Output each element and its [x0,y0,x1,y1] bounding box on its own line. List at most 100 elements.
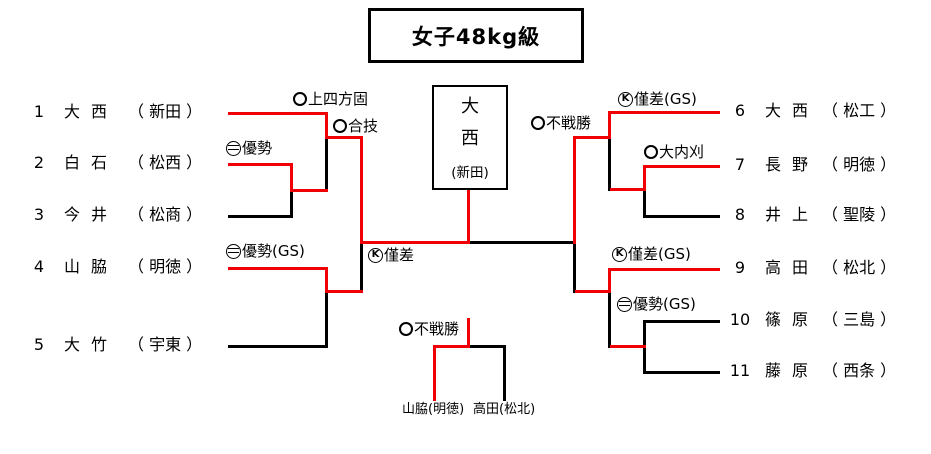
winner-path-line [228,267,328,270]
annotation-text: 僅差(GS) [628,245,691,263]
bracket-title-text: 女子48kg級 [411,24,541,49]
player-number: 7 [734,155,746,174]
bracket-line [608,136,611,191]
kinsa-k-icon: K [612,246,627,262]
bracket-line [360,241,363,293]
player-name: 山脇 [64,257,119,276]
annotation-text: 優勢 [242,139,273,157]
bracket-line [643,188,646,218]
winner-path-line [325,290,363,293]
player-school: （ 明徳 ） [128,257,203,276]
winner-path-line [643,165,720,168]
yusei-decision-icon [617,296,632,312]
match-result-annotation: 優勢(GS) [617,295,696,313]
player-number: 5 [33,335,45,354]
player-row: 8 井上（ 聖陵 ） [725,206,931,224]
winner-path-line [467,188,470,244]
player-school: （ 松北 ） [822,258,897,277]
bracket-title: 女子48kg級 [368,8,584,63]
winner-path-line [610,345,646,348]
winner-path-line [575,290,611,293]
bracket-line [643,215,720,218]
bracket-line [325,136,328,192]
player-number: 11 [729,361,751,380]
winner-path-line [325,136,363,139]
champion-name-line-1: 大 [461,96,479,117]
player-number: 4 [33,257,45,276]
bracket-line [643,371,720,374]
winner-path-line [360,136,363,244]
match-result-annotation: 上四方固 [293,90,368,108]
match-result-annotation: 不戦勝 [399,320,459,338]
player-name: 大西 [765,101,820,120]
player-number: 6 [734,101,746,120]
player-name: 藤原 [765,361,820,380]
bracket-line [503,345,506,401]
winner-path-line [325,112,328,139]
win-circle-icon [399,322,413,336]
player-school: （ 松商 ） [128,205,203,224]
annotation-text: 合技 [348,117,379,135]
player-name: 井上 [765,205,820,224]
third-place-winner-label: 山脇(明徳) [402,402,465,417]
match-result-annotation: 優勢 [226,139,272,157]
yusei-decision-icon [226,140,241,156]
winner-path-line [608,268,720,271]
yusei-decision-icon [226,243,241,259]
match-result-annotation: 大内刈 [644,143,704,161]
player-number: 10 [729,310,751,329]
player-school: （ 聖陵 ） [822,205,897,224]
annotation-text: 不戦勝 [414,320,460,338]
match-result-annotation: 合技 [333,117,378,135]
winner-path-line [290,163,293,192]
player-row: 11 藤原（ 西条 ） [725,362,931,380]
win-circle-icon [293,92,307,106]
player-row: 2 白石 （ 松西 ） [20,154,230,172]
player-name: 高田 [765,258,820,277]
player-school: （ 松西 ） [128,153,203,172]
kinsa-k-icon: K [368,247,383,263]
winner-path-line [573,136,576,244]
match-result-annotation: 優勢(GS) [226,242,305,260]
champion-name-line-2: 西 [461,128,479,149]
bracket-line [573,241,576,293]
winner-path-line [433,345,470,348]
player-number: 8 [734,205,746,224]
player-number: 1 [33,102,45,121]
third-place-loser-label: 高田(松北) [473,402,536,417]
winner-path-line [575,136,611,139]
player-school: （ 明徳 ） [822,155,897,174]
annotation-text: 大内刈 [659,143,705,161]
player-name: 大竹 [64,335,119,354]
bracket-line [228,215,293,218]
kinsa-k-icon: K [618,91,633,107]
player-name: 今井 [64,205,119,224]
bracket-line [608,290,611,348]
bracket-line [643,320,720,323]
winner-path-line [433,345,436,401]
player-number: 2 [33,153,45,172]
winner-path-line [325,267,328,293]
winner-path-line [290,189,328,192]
player-school: （ 西条 ） [822,361,897,380]
champion-box: 大 西 (新田) [432,85,508,190]
player-row: 4 山脇 （ 明徳 ） [20,258,230,276]
winner-path-line [608,268,611,293]
winner-path-line [608,111,720,114]
player-school: （ 松工 ） [822,101,897,120]
bracket-line [467,345,505,348]
player-name: 白石 [64,153,119,172]
annotation-text: 優勢(GS) [633,295,696,313]
winner-path-line [610,188,646,191]
player-name: 篠原 [765,310,820,329]
winner-path-line [608,111,611,139]
annotation-text: 上四方固 [308,90,369,108]
